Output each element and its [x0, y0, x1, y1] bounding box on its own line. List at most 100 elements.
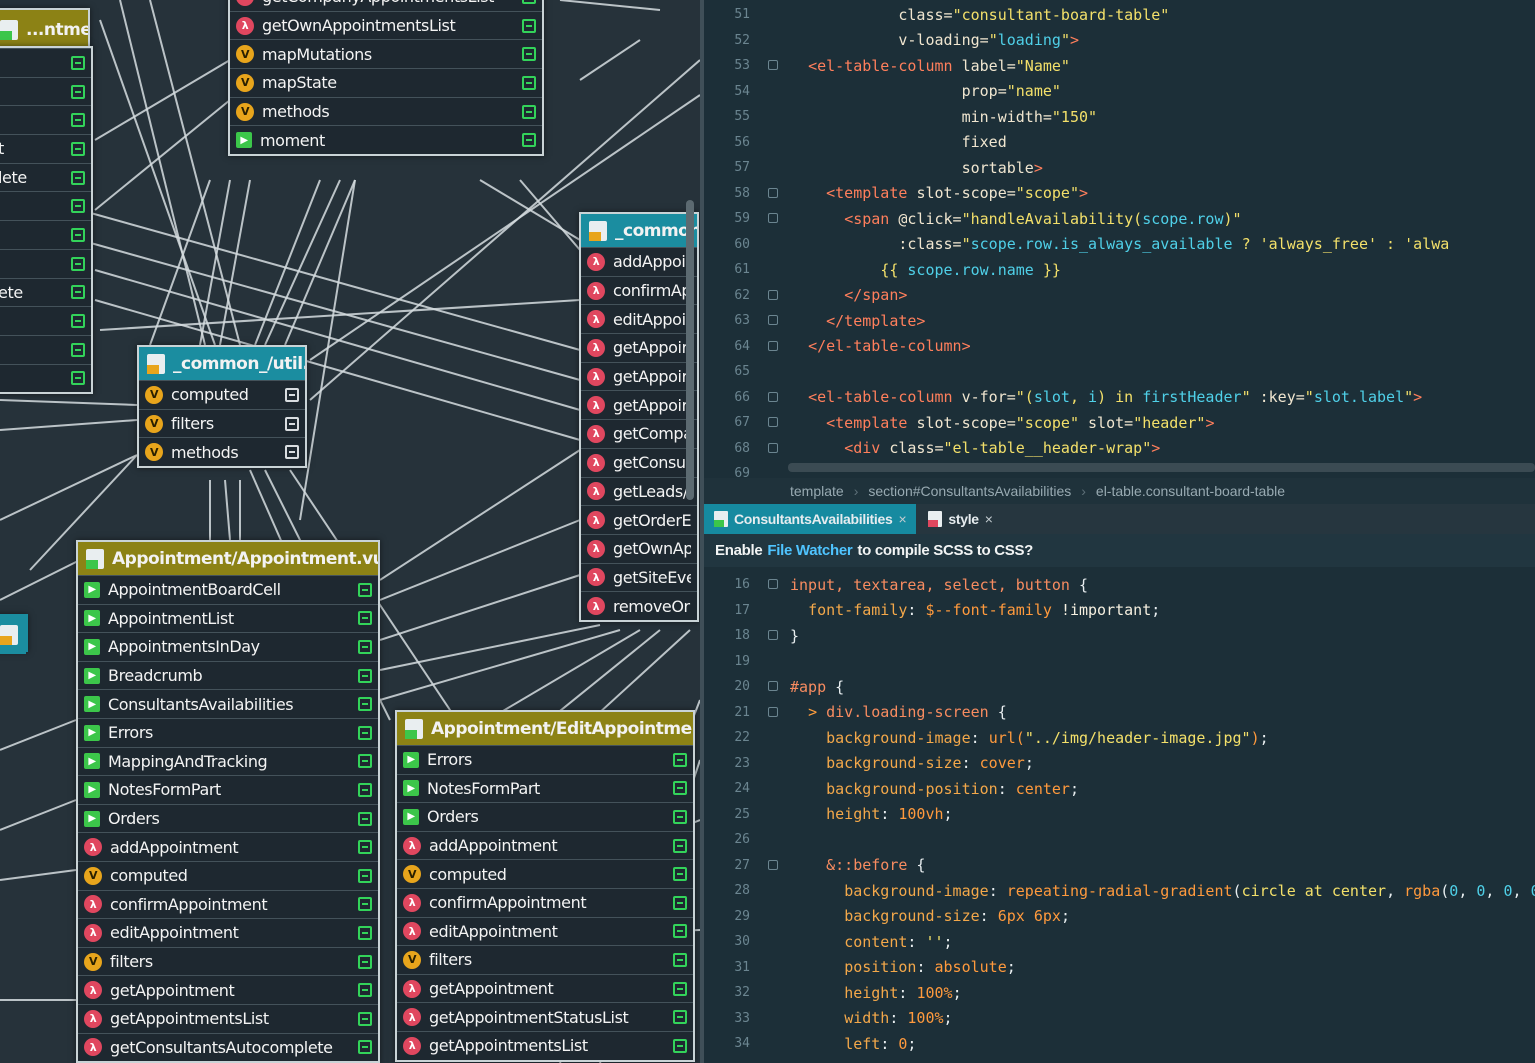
file-watcher-link[interactable]: File Watcher	[767, 542, 853, 559]
diagram-scrollbar[interactable]	[686, 200, 694, 500]
node-member[interactable]	[0, 191, 91, 220]
port-icon[interactable]	[358, 725, 372, 740]
pane-divider[interactable]	[700, 0, 704, 1063]
code-line[interactable]: 26	[704, 827, 1535, 852]
node-member[interactable]	[0, 220, 91, 249]
diagram-node-store-block[interactable]: λgetCompanyAppointmentsListλgetOwnAppoin…	[228, 0, 544, 157]
breadcrumb-item[interactable]: el-table.consultant-board-table	[1095, 483, 1286, 499]
code-line[interactable]: 25 height: 100vh;	[704, 802, 1535, 827]
code-line[interactable]: 65	[704, 359, 1535, 384]
node-member[interactable]	[0, 363, 91, 393]
node-member[interactable]: ete	[0, 277, 91, 307]
code-line[interactable]: 61 {{ scope.row.name }}	[704, 257, 1535, 282]
code-line[interactable]: 62 </span>	[704, 283, 1535, 308]
fold-icon[interactable]	[768, 391, 778, 402]
node-member[interactable]	[0, 306, 91, 335]
port-icon[interactable]	[358, 697, 372, 712]
dependency-diagram[interactable]: ...ntment.vue λgetCompanyAppointmentsList…	[0, 0, 700, 1063]
code-line[interactable]: 56 fixed	[704, 130, 1535, 155]
fold-icon[interactable]	[768, 681, 778, 691]
code-line[interactable]: 21 > div.loading-screen {	[704, 700, 1535, 725]
port-icon[interactable]	[285, 387, 299, 402]
code-line[interactable]: 64 </el-table-column>	[704, 334, 1535, 359]
fold-icon[interactable]	[768, 442, 778, 453]
port-icon[interactable]	[522, 104, 536, 119]
code-line[interactable]: 22 background-image: url("../img/header-…	[704, 725, 1535, 750]
node-member[interactable]	[0, 105, 91, 134]
code-line[interactable]: 18}	[704, 623, 1535, 648]
code-line[interactable]: 17 font-family: $--font-family !importan…	[704, 598, 1535, 623]
diagram-node-appointment-vue-partial[interactable]: ...ntment.vue	[0, 8, 90, 50]
port-icon[interactable]	[673, 895, 687, 910]
port-icon[interactable]	[673, 924, 687, 939]
port-icon[interactable]	[673, 981, 687, 996]
port-icon[interactable]	[522, 133, 536, 148]
code-line[interactable]: 24 background-position: center;	[704, 776, 1535, 801]
code-line[interactable]: 57 sortable>	[704, 155, 1535, 180]
diagram-node-appointment-vue[interactable]: Appointment/Appointment.vue▶AppointmentB…	[76, 540, 380, 1063]
node-header[interactable]: .js	[0, 616, 26, 654]
close-icon[interactable]: ×	[984, 511, 993, 527]
node-member[interactable]	[0, 334, 91, 364]
fold-icon[interactable]	[768, 706, 778, 717]
code-line[interactable]: 34 left: 0;	[704, 1031, 1535, 1056]
port-icon[interactable]	[358, 954, 372, 969]
code-line[interactable]: 30 content: '';	[704, 929, 1535, 954]
port-icon[interactable]	[71, 256, 85, 271]
port-icon[interactable]	[358, 840, 372, 855]
node-member[interactable]: ▶Orders	[397, 802, 693, 831]
diagram-node-js-stub[interactable]: .js	[0, 614, 28, 654]
node-member[interactable]: ▶ConsultantsAvailabilities	[78, 689, 378, 718]
fold-icon[interactable]	[768, 859, 778, 870]
port-icon[interactable]	[71, 141, 85, 156]
node-header[interactable]: Appointment/Appointment.vue	[78, 542, 378, 575]
node-member[interactable]: ▶AppointmentsInDay	[78, 632, 378, 661]
code-line[interactable]: 54 prop="name"	[704, 79, 1535, 104]
fold-icon[interactable]	[768, 630, 778, 640]
node-member[interactable]: t	[0, 134, 91, 163]
port-icon[interactable]	[71, 227, 85, 242]
node-member[interactable]: ▶MappingAndTracking	[78, 746, 378, 776]
code-line[interactable]: 66 <el-table-column v-for="(slot, i) in …	[704, 385, 1535, 410]
port-icon[interactable]	[71, 170, 85, 185]
code-line[interactable]: 33 width: 100%;	[704, 1006, 1535, 1031]
port-icon[interactable]	[358, 754, 372, 769]
port-icon[interactable]	[673, 952, 687, 967]
port-icon[interactable]	[358, 611, 372, 626]
code-line[interactable]: 55 min-width="150"	[704, 104, 1535, 129]
fold-icon[interactable]	[768, 417, 778, 427]
node-member[interactable]	[0, 76, 91, 106]
port-icon[interactable]	[71, 342, 85, 357]
code-line[interactable]: 28 background-image: repeating-radial-gr…	[704, 878, 1535, 903]
port-icon[interactable]	[673, 1010, 687, 1025]
fold-icon[interactable]	[768, 579, 778, 589]
code-line[interactable]: 27 &::before {	[704, 853, 1535, 878]
port-icon[interactable]	[71, 55, 85, 70]
port-icon[interactable]	[673, 867, 687, 882]
node-header[interactable]: ...ntment.vue	[0, 10, 88, 50]
node-member[interactable]	[0, 48, 91, 77]
